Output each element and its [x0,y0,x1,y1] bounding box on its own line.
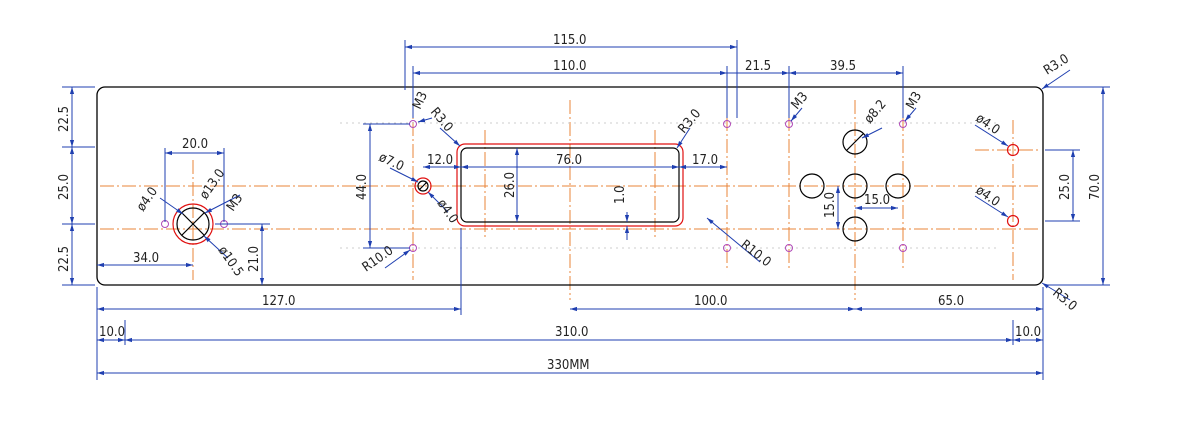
label-r3-top-right: R3.0 [1041,52,1072,79]
label-m3-a: M3 [410,89,431,111]
label-d7: ø7.0 [376,150,406,174]
dim-10-right: 10.0 [1015,325,1041,340]
dim-110: 110.0 [553,59,586,74]
dimension-labels: 115.0 110.0 21.5 39.5 R3.0 R3.0 M3 R3.0 … [57,33,1103,373]
dim-22-5-top: 22.5 [57,106,72,132]
mount-points [409,120,907,252]
dim-15-horizontal: 15.0 [864,193,890,208]
plate-outline [96,86,1044,286]
dim-12: 12.0 [427,153,453,168]
label-r3-b: R3.0 [676,106,705,136]
dim-21-5: 21.5 [745,59,771,74]
dim-15-vertical: 15.0 [823,192,838,218]
label-m3-b: M3 [789,89,812,112]
label-d10-5: ø10.5 [215,244,246,280]
dim-330: 330MM [547,358,590,373]
dim-310: 310.0 [555,325,588,340]
dim-44: 44.0 [355,174,370,200]
label-d4-left: ø4.0 [134,185,161,215]
dim-22-5-bottom: 22.5 [57,246,72,272]
dim-76: 76.0 [556,153,582,168]
dim-115: 115.0 [553,33,586,48]
small-hole-7 [414,177,432,195]
label-d8-2: ø8.2 [862,97,890,126]
dim-17: 17.0 [692,153,718,168]
dim-100: 100.0 [694,294,727,309]
dim-127: 127.0 [262,294,295,309]
dim-34: 34.0 [133,251,159,266]
dim-20: 20.0 [182,137,208,152]
dim-10-left: 10.0 [99,325,125,340]
dim-25-left: 25.0 [57,174,72,200]
display-cutout [456,143,684,227]
dim-25-right: 25.0 [1058,174,1073,200]
dim-65: 65.0 [938,294,964,309]
label-d4-right-top: ø4.0 [973,111,1003,138]
label-r3-a: R3.0 [427,105,456,135]
label-m3-left: M3 [224,191,246,214]
label-d4-right-bottom: ø4.0 [973,183,1003,210]
label-r10-right: R10.0 [738,237,774,270]
dim-70: 70.0 [1088,174,1103,200]
dim-26: 26.0 [503,172,518,198]
dim-1: 1.0 [613,185,628,204]
dim-21: 21.0 [247,246,262,272]
dim-39-5: 39.5 [830,59,856,74]
button-holes [799,129,911,242]
dimension-lines [62,40,1110,380]
label-m3-c: M3 [903,89,925,112]
right-holes [1006,143,1020,228]
